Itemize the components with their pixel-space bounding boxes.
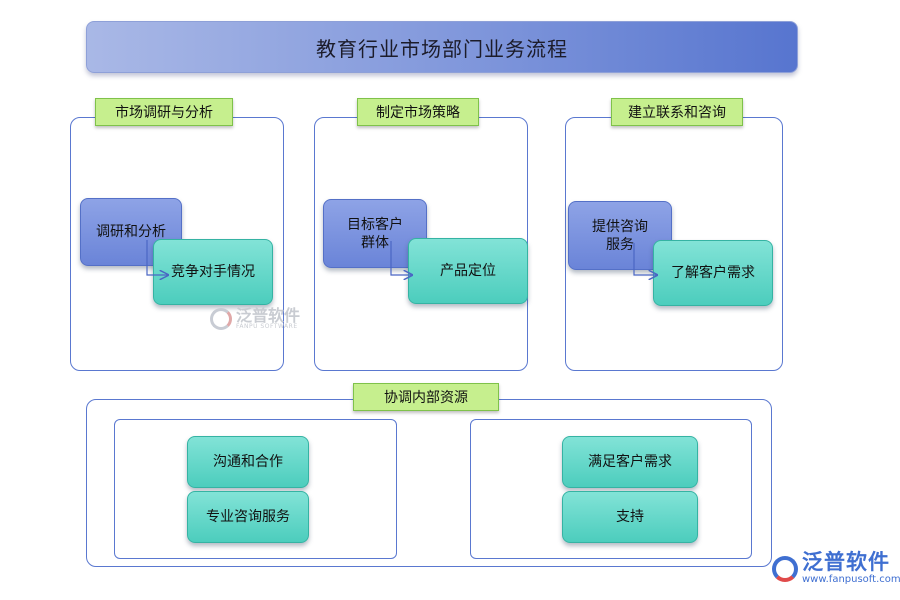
node-research-analysis: 调研和分析: [80, 198, 182, 266]
node-consulting-service-line1: 提供咨询: [592, 218, 648, 235]
section-label-internal-resources: 协调内部资源: [353, 383, 499, 411]
node-competitor-situation: 竞争对手情况: [153, 239, 273, 305]
node-meet-customer-needs-text: 满足客户需求: [588, 454, 672, 470]
watermark-en: FANPU SOFTWARE: [236, 323, 298, 330]
node-meet-customer-needs: 满足客户需求: [562, 436, 698, 488]
section-label-market-research: 市场调研与分析: [95, 98, 233, 126]
watermark-logo-icon: [210, 308, 232, 330]
watermark-cn: 泛普软件: [236, 306, 301, 325]
node-professional-consulting-text: 专业咨询服务: [206, 509, 290, 525]
brand-logo: 泛普软件 www.fanpusoft.com: [772, 552, 900, 585]
node-research-analysis-text: 调研和分析: [96, 224, 166, 240]
brand-logo-cn: 泛普软件: [802, 550, 890, 574]
brand-logo-url: www.fanpusoft.com: [802, 574, 900, 585]
node-target-customers-line1: 目标客户: [347, 216, 403, 233]
node-product-positioning-text: 产品定位: [440, 263, 496, 279]
node-competitor-situation-text: 竞争对手情况: [171, 264, 255, 280]
watermark: 泛普软件 FANPU SOFTWARE: [210, 308, 300, 330]
node-support-text: 支持: [616, 509, 644, 525]
node-communication-cooperation-text: 沟通和合作: [213, 454, 283, 470]
brand-logo-icon: [772, 555, 798, 582]
node-target-customers-line2: 群体: [361, 234, 389, 251]
node-support: 支持: [562, 491, 698, 543]
node-consulting-service-line2: 服务: [606, 236, 634, 253]
node-communication-cooperation: 沟通和合作: [187, 436, 309, 488]
diagram-title: 教育行业市场部门业务流程: [86, 21, 798, 73]
node-understand-needs: 了解客户需求: [653, 240, 773, 306]
section-label-contact-consult: 建立联系和咨询: [611, 98, 743, 126]
section-label-market-strategy: 制定市场策略: [357, 98, 479, 126]
node-understand-needs-text: 了解客户需求: [671, 265, 755, 281]
node-product-positioning: 产品定位: [408, 238, 528, 304]
node-professional-consulting: 专业咨询服务: [187, 491, 309, 543]
